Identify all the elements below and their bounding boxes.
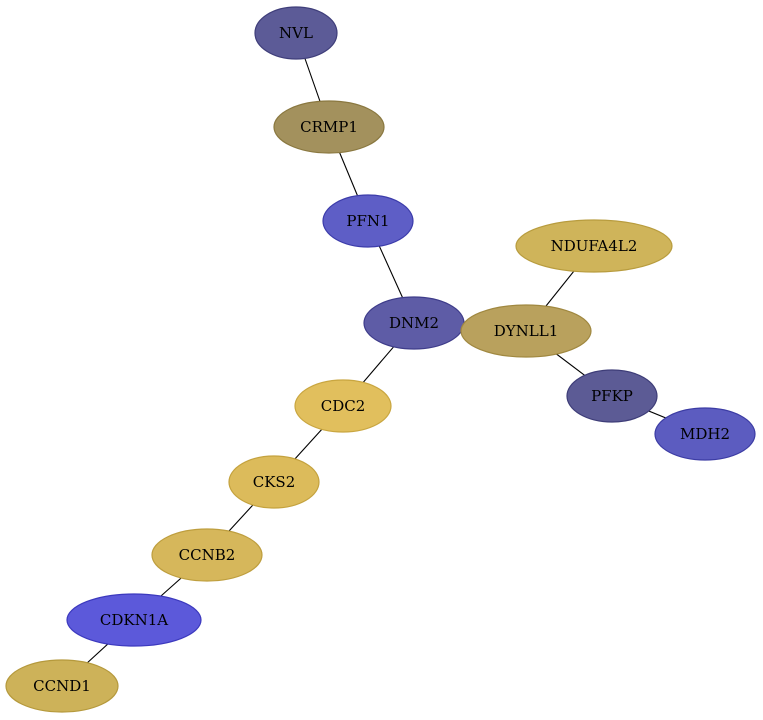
- node-shape-cks2: [228, 455, 320, 509]
- node-dynll1[interactable]: DYNLL1: [460, 304, 592, 358]
- node-shape-ccnd1: [5, 659, 119, 713]
- node-label-ccnb2: CCNB2: [179, 546, 236, 564]
- node-pfn1[interactable]: PFN1: [322, 194, 414, 248]
- node-label-cks2: CKS2: [253, 473, 296, 491]
- node-mdh2[interactable]: MDH2: [654, 407, 756, 461]
- node-label-dynll1: DYNLL1: [494, 322, 559, 340]
- node-label-crmp1: CRMP1: [300, 118, 358, 136]
- node-label-pfn1: PFN1: [346, 212, 389, 230]
- node-cks2[interactable]: CKS2: [228, 455, 320, 509]
- node-label-ccnd1: CCND1: [33, 677, 91, 695]
- node-ccnd1[interactable]: CCND1: [5, 659, 119, 713]
- node-shape-nvl: [254, 6, 338, 60]
- node-ndufa4l2[interactable]: NDUFA4L2: [515, 219, 673, 273]
- node-label-dnm2: DNM2: [389, 314, 439, 332]
- node-shape-cdkn1a: [66, 593, 202, 647]
- node-label-cdc2: CDC2: [321, 397, 366, 415]
- node-pfkp[interactable]: PFKP: [566, 369, 658, 423]
- node-crmp1[interactable]: CRMP1: [273, 100, 385, 154]
- node-label-ndufa4l2: NDUFA4L2: [551, 237, 638, 255]
- node-cdkn1a[interactable]: CDKN1A: [66, 593, 202, 647]
- node-ccnb2[interactable]: CCNB2: [151, 528, 263, 582]
- node-label-mdh2: MDH2: [680, 425, 730, 443]
- node-shape-mdh2: [654, 407, 756, 461]
- node-label-cdkn1a: CDKN1A: [100, 611, 168, 629]
- node-dnm2[interactable]: DNM2: [363, 296, 465, 350]
- node-label-pfkp: PFKP: [591, 387, 633, 405]
- node-shape-pfn1: [322, 194, 414, 248]
- node-shape-pfkp: [566, 369, 658, 423]
- node-shape-cdc2: [294, 379, 392, 433]
- node-shape-ccnb2: [151, 528, 263, 582]
- node-cdc2[interactable]: CDC2: [294, 379, 392, 433]
- node-shape-ndufa4l2: [515, 219, 673, 273]
- node-shape-crmp1: [273, 100, 385, 154]
- node-nvl[interactable]: NVL: [254, 6, 338, 60]
- node-shape-dynll1: [460, 304, 592, 358]
- node-label-nvl: NVL: [279, 24, 313, 42]
